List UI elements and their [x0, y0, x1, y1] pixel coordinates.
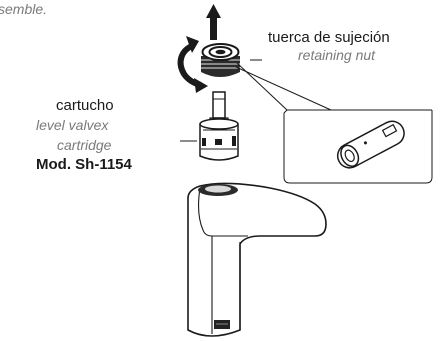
retaining-nut: [201, 43, 240, 77]
cartridge-label-en-line1: level valvex: [36, 117, 109, 133]
detail-callout-box: [283, 109, 433, 184]
lift-up-arrow-icon: [206, 4, 221, 40]
retaining-nut-label-en: retaining nut: [298, 47, 376, 63]
rotate-counterclockwise-icon: [177, 36, 208, 93]
cartridge-label-es: cartucho: [56, 97, 114, 114]
step-caption: semble.: [0, 1, 48, 17]
nut-key-tool: [336, 120, 405, 169]
model-number-label: Mod. Sh-1154: [36, 156, 132, 173]
faucet-body: [187, 182, 327, 337]
valve-cartridge: [199, 91, 239, 161]
detail-pointer-line-1: [235, 61, 288, 111]
detail-pointer-line-2: [235, 66, 332, 111]
cartridge-label-en-line2: cartridge: [57, 137, 112, 153]
retaining-nut-label-es: tuerca de sujeción: [268, 29, 390, 46]
